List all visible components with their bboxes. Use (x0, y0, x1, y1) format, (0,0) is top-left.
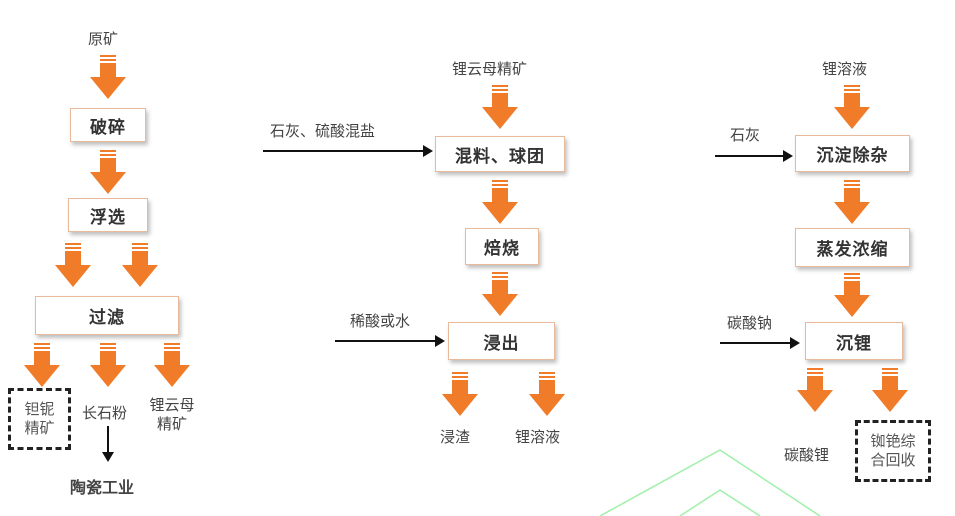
down-arrow-icon (90, 150, 126, 194)
right-arrow-icon (335, 335, 445, 347)
right-arrow-icon (715, 150, 793, 162)
lepidolite-output-label: 锂云母精矿 (149, 396, 195, 433)
feldspar-label: 长石粉 (82, 404, 128, 422)
leach-agent-label: 稀酸或水 (350, 312, 411, 330)
residue-label: 浸渣 (440, 428, 471, 446)
down-arrow-icon (24, 343, 60, 387)
down-arrow-icon (482, 85, 518, 129)
down-arrow-icon (797, 368, 833, 412)
filtration-step: 过滤 (35, 296, 179, 335)
lithium-solution-input-label: 锂溶液 (822, 60, 868, 78)
lime-label: 石灰 (730, 126, 761, 144)
down-arrow-icon (90, 343, 126, 387)
right-arrow-icon (263, 145, 433, 157)
ceramics-label: 陶瓷工业 (70, 478, 135, 497)
down-arrow-icon (442, 372, 478, 416)
crushing-step: 破碎 (70, 108, 146, 142)
down-arrow-icon (102, 426, 114, 462)
down-arrow-icon (834, 273, 870, 317)
down-arrow-icon (834, 85, 870, 129)
flotation-step: 浮选 (68, 198, 148, 232)
right-arrow-icon (720, 337, 800, 349)
down-arrow-icon (529, 372, 565, 416)
down-arrow-icon (90, 55, 126, 99)
down-arrow-icon (872, 368, 908, 412)
down-arrow-icon (122, 243, 158, 287)
lepidolite-input-label: 锂云母精矿 (452, 60, 528, 78)
evaporation-step: 蒸发浓缩 (795, 228, 910, 267)
lithium-carbonate-label: 碳酸锂 (784, 446, 830, 464)
down-arrow-icon (482, 272, 518, 316)
rb-cs-recovery-label: 铷铯综合回收 (870, 431, 916, 470)
rb-cs-recovery-output: 铷铯综合回收 (855, 420, 931, 482)
lithium-precipitation-step: 沉锂 (805, 322, 903, 360)
purification-step: 沉淀除杂 (795, 135, 910, 172)
lithium-solution-output-label: 锂溶液 (515, 428, 561, 446)
tantalum-niobium-label: 钽铌精矿 (24, 399, 55, 438)
roasting-step: 焙烧 (465, 228, 539, 265)
tantalum-niobium-output: 钽铌精矿 (8, 388, 71, 450)
mixing-pelletizing-step: 混料、球团 (435, 136, 565, 172)
raw-ore-label: 原矿 (88, 30, 119, 48)
sodium-carbonate-label: 碳酸钠 (727, 314, 773, 332)
additives-label: 石灰、硫酸混盐 (270, 122, 376, 140)
down-arrow-icon (482, 180, 518, 224)
down-arrow-icon (154, 343, 190, 387)
leaching-step: 浸出 (448, 322, 555, 360)
down-arrow-icon (834, 180, 870, 224)
down-arrow-icon (55, 243, 91, 287)
